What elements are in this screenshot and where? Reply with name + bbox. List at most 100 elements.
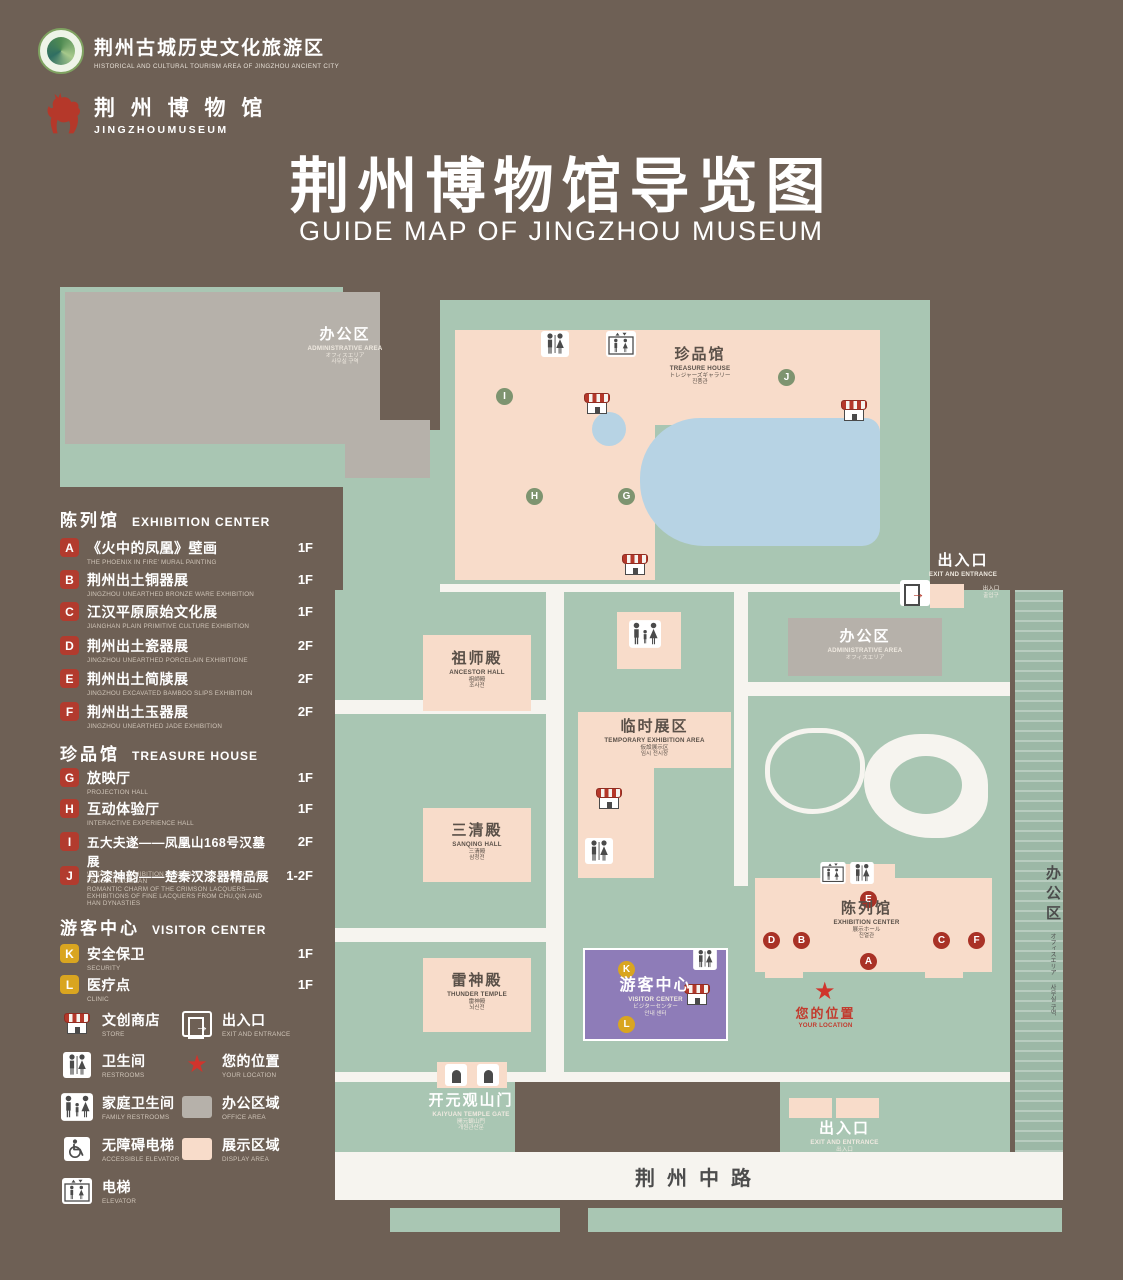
map-marker-k: K xyxy=(618,961,635,978)
restroom-icon xyxy=(63,1052,91,1078)
label-exit-right: 出入口 EXIT AND ENTRANCE xyxy=(908,552,1018,579)
building-sanqing-hall xyxy=(423,808,531,882)
label-en: ANCESTOR HALL xyxy=(449,668,505,676)
badge-k: K xyxy=(60,944,79,963)
office-area-swatch xyxy=(182,1096,212,1118)
label-jp: オフィスエリア xyxy=(1049,933,1055,976)
label-jp: 祖師殿 xyxy=(468,676,486,683)
building-admin-northwest xyxy=(65,292,380,444)
store-icon xyxy=(684,984,710,1006)
map-marker-i: I xyxy=(496,388,513,405)
label-temp-exhibition: 临时展区 TEMPORARY EXHIBITION AREA 仮設展示区 임시 … xyxy=(580,718,729,758)
grounds-south-strip-1 xyxy=(390,1208,560,1232)
label-en: EXIT AND ENTRANCE xyxy=(810,1138,879,1146)
label-en: YOUR LOCATION xyxy=(798,1022,853,1030)
badge-d: D xyxy=(60,636,79,655)
museum-logo-title: 荆 州 博 物 馆 xyxy=(94,97,268,120)
badge-b: B xyxy=(60,570,79,589)
icon-label-en: YOUR LOCATION xyxy=(222,1072,277,1079)
label-en: KAIYUAN TEMPLE GATE xyxy=(432,1110,510,1118)
item-name: 荆州出土铜器展 xyxy=(87,572,189,588)
label-jp: 開元観山門 xyxy=(457,1118,485,1125)
label-en: ADMINISTRATIVE AREA xyxy=(307,344,383,352)
item-name: 丹漆神韵——楚秦汉漆器精品展 xyxy=(87,870,270,884)
label-cn: 开元观山门 xyxy=(428,1092,514,1109)
map-marker-a: A xyxy=(860,953,877,970)
item-floor: 1F xyxy=(297,801,313,816)
label-en: TREASURE HOUSE xyxy=(669,364,731,372)
icon-label-en: EXIT AND ENTRANCE xyxy=(222,1031,291,1038)
building-thunder-temple xyxy=(423,958,531,1032)
restroom-icon xyxy=(850,862,874,884)
item-name-en: WUDAFU — EXHIBITION OF NO.168 HAN TOMB F… xyxy=(87,871,258,885)
item-floor: 2F xyxy=(297,671,313,686)
road-name: 荆州中路 xyxy=(635,1167,763,1190)
label-jp: トレジャーズギャラリー xyxy=(669,372,731,379)
label-jp: 出入口 xyxy=(982,586,1000,592)
item-name-en: SECURITY xyxy=(87,965,121,972)
item-name: 荆州出土简牍展 xyxy=(87,671,189,687)
walkway xyxy=(748,682,1010,696)
label-cn: 办公区 xyxy=(1044,864,1061,925)
label-jp: 展示ホール xyxy=(852,926,881,933)
item-floor: 1-2F xyxy=(286,868,313,883)
item-name-en: THE PHOENIX IN FIRE' MURAL PAINTING xyxy=(87,559,217,566)
section-title-cn: 游客中心 xyxy=(60,919,140,938)
label-en: SANQING HALL xyxy=(452,840,502,848)
label-jp: 仮設展示区 xyxy=(640,744,669,751)
page-title: 荆州博物馆导览图 xyxy=(289,153,834,220)
section-title-en: TREASURE HOUSE xyxy=(132,749,259,763)
label-jp: 三清殿 xyxy=(468,848,486,855)
label-en: EXIT AND ENTRANCE xyxy=(928,570,998,578)
legend-item-j: J 丹漆神韵——楚秦汉漆器精品展 ROMANTIC CHARM OF THE CR… xyxy=(60,866,313,907)
restroom-icon xyxy=(541,331,569,357)
accessible-elevator-icon xyxy=(64,1137,90,1161)
item-name-en: PROJECTION HALL xyxy=(87,789,149,796)
walkway xyxy=(335,928,546,942)
label-cn: 珍品馆 xyxy=(674,346,726,363)
museum-logo-subtitle: JINGZHOUMUSEUM xyxy=(94,124,229,136)
label-visitor-center: 游客中心 VISITOR CENTER ビジターセンター 안내 센터 xyxy=(590,976,721,1018)
label-kr: 삼청전 xyxy=(469,855,485,862)
legend-section-visitor: 游客中心 VISITOR CENTER xyxy=(60,914,266,939)
map-marker-h: H xyxy=(526,488,543,505)
label-kr: 임시 전시장 xyxy=(640,751,669,758)
label-kr: 조사전 xyxy=(469,683,485,690)
garden-pond-west xyxy=(765,728,865,814)
map-marker-l: L xyxy=(618,1016,635,1033)
map-marker-c: C xyxy=(933,932,950,949)
item-name: 《火中的凤凰》壁画 xyxy=(87,540,218,556)
badge-j: J xyxy=(60,866,79,885)
label-gate: 开元观山门 KAIYUAN TEMPLE GATE 開元観山門 개원관산문 xyxy=(415,1092,527,1132)
badge-f: F xyxy=(60,702,79,721)
label-en: VISITOR CENTER xyxy=(628,996,683,1003)
label-treasure-house: 珍品馆 TREASURE HOUSE トレジャーズギャラリー 진품관 xyxy=(610,346,790,386)
item-name-en: CLINIC xyxy=(87,996,109,1003)
label-en: ADMINISTRATIVE AREA xyxy=(827,646,903,654)
label-cn: 您的位置 xyxy=(795,1006,856,1021)
item-name-en: ROMANTIC CHARM OF THE CRIMSON LACQUERS——… xyxy=(87,886,263,907)
icon-label: 电梯 xyxy=(102,1179,131,1195)
map-marker-e: E xyxy=(860,891,877,908)
label-cn: 雷神殿 xyxy=(451,972,503,989)
building-ancestor-hall xyxy=(423,635,531,711)
gate-door-icon xyxy=(445,1064,467,1086)
icon-label: 卫生间 xyxy=(102,1053,146,1069)
building-temp-exhibition xyxy=(578,712,731,768)
item-name: 荆州出土瓷器展 xyxy=(87,638,189,654)
item-floor: 2F xyxy=(297,834,313,849)
label-cn: 办公区 xyxy=(319,326,371,343)
